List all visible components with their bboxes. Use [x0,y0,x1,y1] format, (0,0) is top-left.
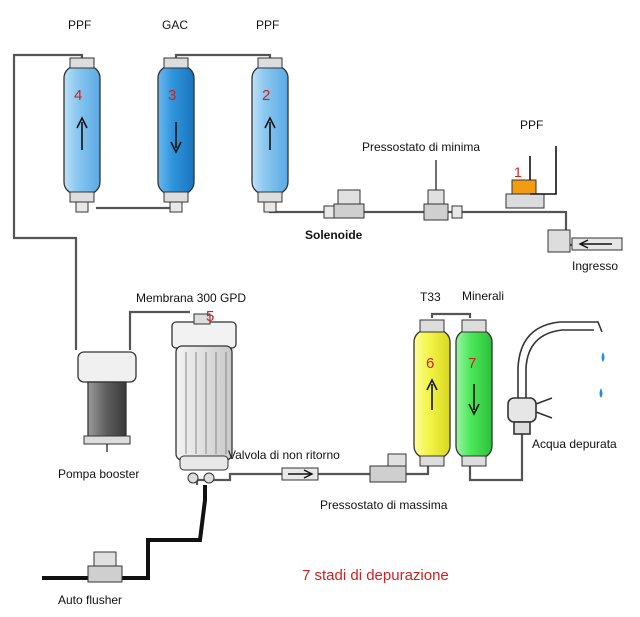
filter-stage-3 [157,57,195,203]
booster-pump [77,351,137,452]
label-gac-stage-3: GAC [162,18,189,32]
label-low-pressure-switch: Pressostato di minima [362,140,481,154]
label-minerals: Minerali [462,289,505,303]
filter-stage-4 [63,57,101,203]
label-membrane: Membrana 300 GPD [136,291,247,305]
label-check-valve: Valvola di non ritorno [228,448,340,462]
drain-line [42,485,207,580]
label-solenoid: Solenoide [305,228,363,242]
solenoid-valve [333,189,365,219]
water-drops-icon [599,352,605,398]
filter-stage-6 [413,319,451,467]
faucet [507,321,603,435]
stage-number-5: 5 [206,308,215,325]
filter-stage-1 [505,146,557,209]
label-t33: T33 [420,290,441,304]
stage-number-6: 6 [426,355,435,372]
filter-stage-2 [251,57,289,203]
diagram-title: 7 stadi di depurazione [302,567,449,584]
inlet-valve [547,229,623,253]
label-ppf-stage-4: PPF [68,18,92,32]
filter-stage-7 [455,319,493,467]
membrane-housing [171,313,237,484]
stage-number-3: 3 [168,87,177,104]
stage-number-7: 7 [468,355,477,372]
check-valve [281,467,319,481]
stage-number-2: 2 [262,87,271,104]
low-pressure-switch [423,160,449,221]
label-ppf-stage-2: PPF [256,18,280,32]
label-booster-pump: Pompa booster [58,467,140,481]
label-auto-flusher: Auto flusher [58,593,123,607]
label-inlet: Ingresso [572,259,619,273]
stage-number-4: 4 [74,87,83,104]
high-pressure-switch [369,453,407,483]
pipe-fittings [75,201,463,219]
label-high-pressure-switch: Pressostato di massima [320,498,448,512]
stage-number-1: 1 [514,164,522,180]
label-purified-water: Acqua depurata [532,437,617,451]
auto-flusher-valve [87,551,123,583]
label-ppf-stage-1: PPF [520,118,544,132]
